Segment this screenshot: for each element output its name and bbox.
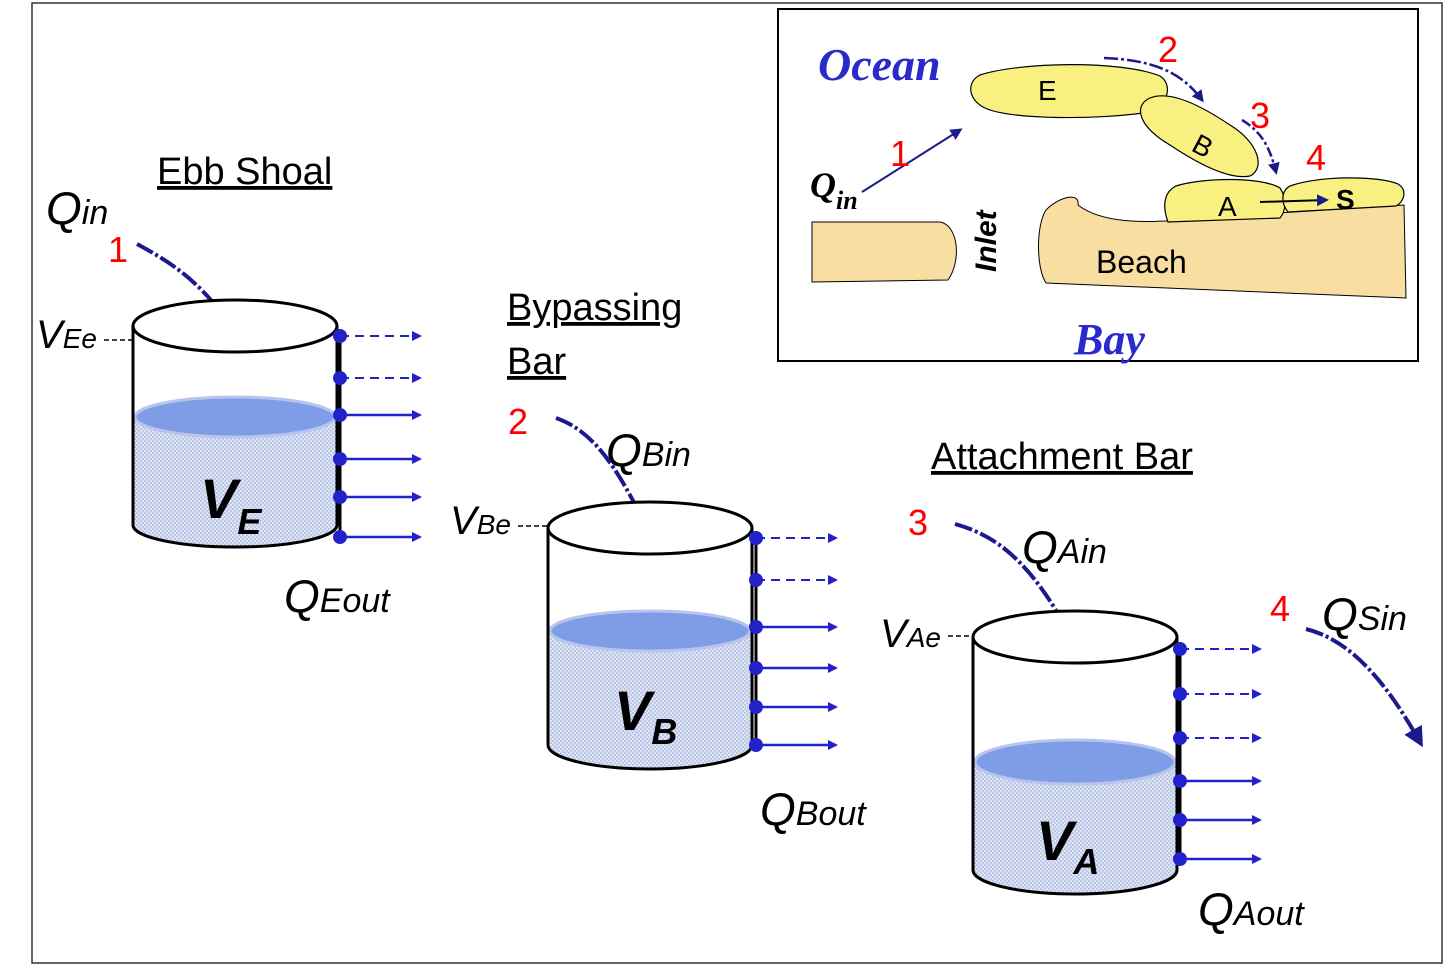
inset-land-left <box>811 221 957 283</box>
shoreline-q-in-label: QSin <box>1322 588 1407 640</box>
ebb-shoal-cylinder-body <box>131 326 339 549</box>
attachment-bar-q-out-label: QAout <box>1198 883 1305 935</box>
inset-step1: 1 <box>890 133 910 174</box>
attachment-bar-sediment-surface <box>973 738 1177 786</box>
attachment-bar-volume-label: VA <box>1036 809 1099 882</box>
inset-step4: 4 <box>1306 137 1326 178</box>
outer-frame <box>31 2 1443 964</box>
ebb-shoal-sediment-surface <box>133 395 337 439</box>
inset-bar-b <box>1139 95 1259 178</box>
bypassing-bar-title-line2: Bar <box>507 341 566 383</box>
ebb-shoal-step-number: 1 <box>108 229 128 270</box>
attachment-bar-cylinder-top <box>971 609 1179 665</box>
attachment-bar-title: Attachment Bar <box>931 436 1193 478</box>
bypassing-bar-q-in-label: QBin <box>606 424 691 476</box>
inset-bar-e-label: E <box>1038 75 1057 106</box>
inset-beach-land <box>1038 196 1407 299</box>
bypassing-bar-sediment-fill <box>548 630 752 769</box>
inset-e-to-b-arrow <box>1103 56 1204 103</box>
ebb-shoal-outflow-arrows <box>333 329 422 544</box>
ebb-shoal-cylinder-top <box>131 298 339 354</box>
inset-step3: 3 <box>1250 95 1270 136</box>
ebb-shoal-volume-label: VE <box>200 467 262 542</box>
ebb-shoal-group: Ebb Shoal Qin 1 VE VEe QEout <box>36 151 422 622</box>
inset-bar-e <box>970 64 1168 119</box>
inset-a-to-s-arrow <box>1259 194 1329 207</box>
inset-beach-label: Beach <box>1096 244 1187 280</box>
ebb-shoal-equilibrium-label: VEe <box>36 313 97 357</box>
bypassing-bar-cylinder-body <box>546 528 754 771</box>
bypassing-bar-cylinder-top <box>546 500 754 556</box>
attachment-bar-sediment-fill <box>973 762 1177 894</box>
inset-inlet-label: Inlet <box>970 208 1003 272</box>
inset-map: Ocean Bay Inlet Beach E B A S Qin 1 2 3 … <box>777 8 1419 364</box>
inset-bar-s-label: S <box>1336 184 1355 215</box>
ebb-shoal-q-in-label: Qin <box>46 182 108 234</box>
shoreline-inflow-arrow <box>1305 627 1423 748</box>
attachment-bar-outflow-arrows <box>1173 642 1262 866</box>
bypassing-bar-outflow-arrows <box>749 531 838 752</box>
inset-bar-a-label: A <box>1218 191 1237 222</box>
inset-bay-label: Bay <box>1073 315 1145 364</box>
inset-bar-s <box>1282 177 1405 213</box>
ebb-shoal-title: Ebb Shoal <box>157 151 332 193</box>
bypassing-bar-equilibrium-label: VBe <box>450 499 511 543</box>
inset-q-in-label: Qin <box>810 165 858 215</box>
shoreline-group: 4 QSin <box>1270 588 1423 748</box>
ebb-shoal-sediment-fill <box>133 415 337 547</box>
attachment-bar-q-in-label: QAin <box>1022 521 1107 573</box>
bypassing-bar-group: Bypassing Bar 2 QBin VB VBe QBout <box>450 287 867 835</box>
attachment-bar-cylinder-body <box>971 637 1179 896</box>
inset-step2: 2 <box>1158 29 1178 70</box>
bypassing-bar-volume-label: VB <box>614 679 677 752</box>
shoreline-step-number: 4 <box>1270 588 1290 629</box>
inset-b-to-a-arrow <box>1241 118 1280 175</box>
inset-q-in-arrow <box>861 128 963 193</box>
inset-ocean-label: Ocean <box>818 39 941 90</box>
attachment-bar-group: Attachment Bar 3 QAin VA VAe QAout <box>880 436 1305 935</box>
bypassing-bar-inflow-arrow <box>555 416 654 541</box>
attachment-bar-step-number: 3 <box>908 502 928 543</box>
bypassing-bar-step-number: 2 <box>508 401 528 442</box>
bypassing-bar-sediment-surface <box>548 609 752 653</box>
bypassing-bar-q-out-label: QBout <box>760 783 867 835</box>
bypassing-bar-title-line1: Bypassing <box>507 287 682 329</box>
attachment-bar-equilibrium-label: VAe <box>880 612 941 656</box>
ebb-shoal-q-out-label: QEout <box>284 570 391 622</box>
